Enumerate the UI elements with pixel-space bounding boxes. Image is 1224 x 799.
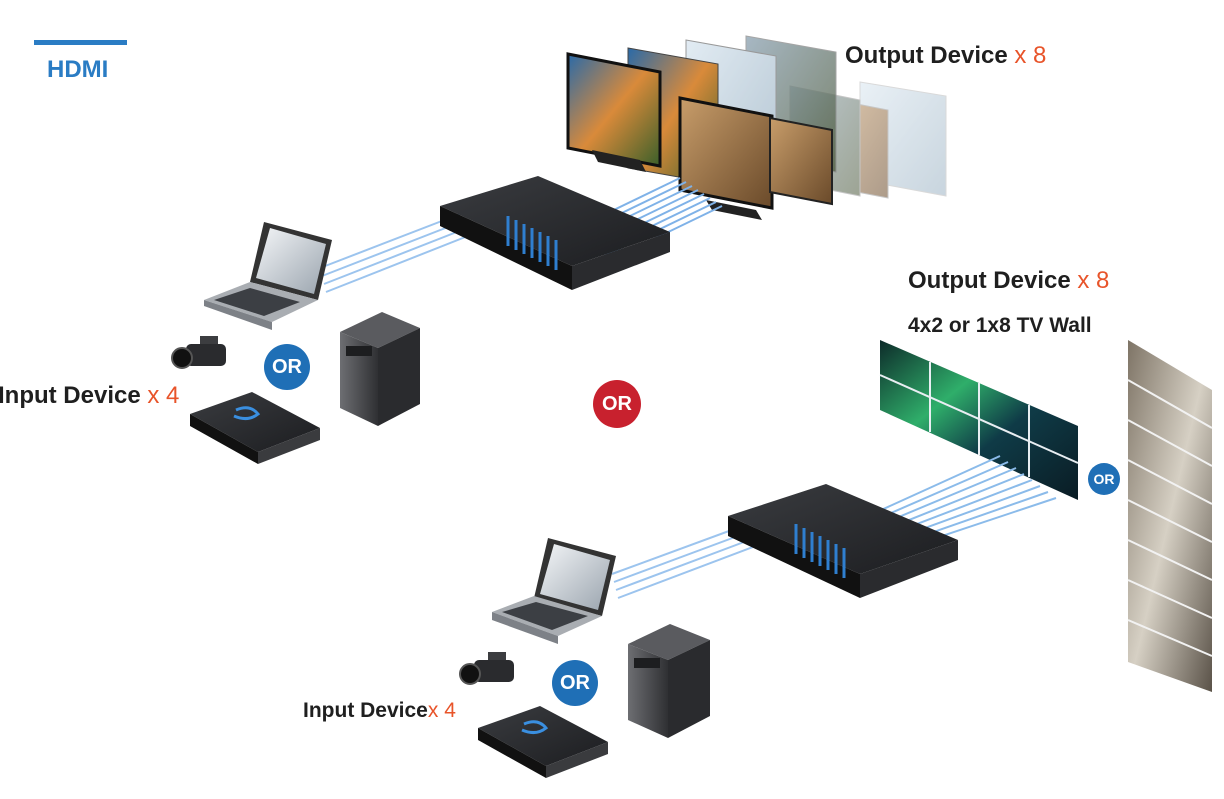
- top-bluray-player: [190, 392, 320, 464]
- top-or-badge: OR: [264, 344, 310, 390]
- tv-wall-1x8: [1127, 340, 1213, 692]
- bottom-output-multiplier: x 8: [1077, 267, 1110, 294]
- top-output-multiplier: x 8: [1014, 42, 1047, 69]
- bottom-matrix-switch: [728, 484, 958, 598]
- bottom-input-label: Input Devicex 4: [303, 699, 456, 723]
- top-input-multiplier: x 4: [147, 382, 180, 409]
- bottom-output-label: Output Device x 8: [908, 267, 1109, 295]
- bottom-bluray-player: [478, 706, 608, 778]
- brand-label: HDMI: [47, 56, 109, 83]
- brand-underline: [34, 40, 127, 45]
- bottom-output-text: Output Device: [908, 267, 1071, 294]
- bottom-pc-tower: [628, 624, 710, 738]
- scenario-or-badge: OR: [593, 380, 641, 428]
- tv-wall-4x2: [879, 340, 1079, 500]
- top-monitor-stack: [566, 35, 947, 220]
- bottom-laptop: [492, 538, 616, 644]
- top-input-text: Input Device: [0, 382, 141, 409]
- top-input-label: Input Device x 4: [0, 382, 179, 410]
- top-input-cables: [319, 213, 479, 293]
- top-pc-tower: [340, 312, 420, 426]
- tv-wall-label: 4x2 or 1x8 TV Wall: [908, 314, 1092, 337]
- bottom-input-multiplier: x 4: [427, 699, 456, 722]
- wall-or-badge: OR: [1088, 463, 1120, 495]
- top-laptop: [204, 222, 332, 330]
- top-output-text: Output Device: [845, 42, 1008, 69]
- top-camcorder: [171, 336, 226, 369]
- bottom-or-badge: OR: [552, 660, 598, 706]
- top-output-label: Output Device x 8: [845, 42, 1046, 70]
- bottom-input-cables: [611, 523, 767, 599]
- bottom-input-text: Input Device: [303, 699, 428, 722]
- bottom-camcorder: [459, 652, 514, 685]
- top-matrix-switch: [440, 176, 670, 290]
